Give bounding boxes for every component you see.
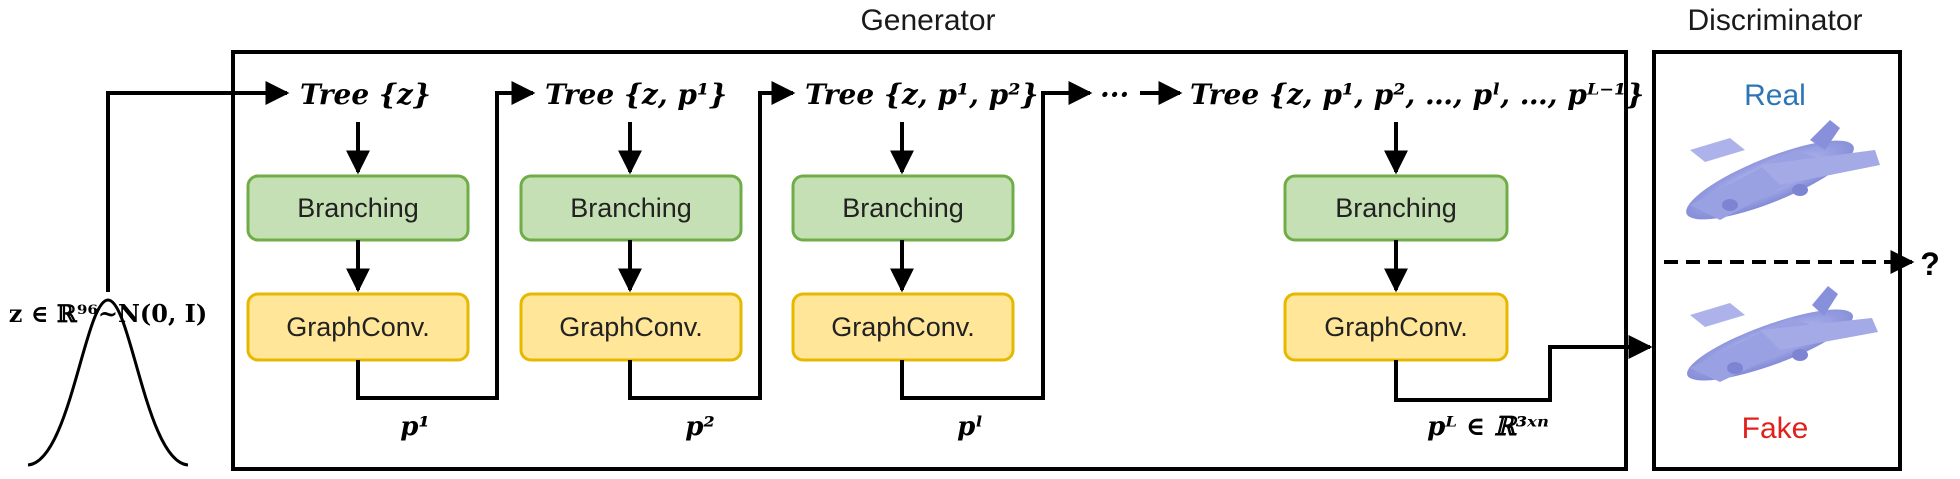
graphconv-label-2: GraphConv. xyxy=(559,312,703,342)
question-mark: ? xyxy=(1920,246,1940,282)
graphconv-label-1: GraphConv. xyxy=(286,312,430,342)
discriminator-title: Discriminator xyxy=(1687,4,1862,37)
output-to-ellipsis-arrow xyxy=(900,81,1093,400)
output-label-2: p² xyxy=(685,412,715,442)
output-label-1: p¹ xyxy=(400,412,430,442)
final-output-to-discriminator-arrow xyxy=(1394,335,1653,402)
noise-input-label: z ∈ ℝ⁹⁶~N(0, I) xyxy=(9,299,207,328)
tree-label-3: Tree {z, p¹, p²} xyxy=(805,78,1039,111)
output-to-tree3-arrow xyxy=(628,81,796,400)
tree-label-1: Tree {z} xyxy=(300,78,431,111)
real-airplane-image xyxy=(1686,120,1880,220)
fake-label: Fake xyxy=(1742,412,1809,445)
noise-to-tree1-arrow xyxy=(106,81,290,292)
gaussian-curve xyxy=(27,298,189,467)
graphconv-label-final: GraphConv. xyxy=(1324,312,1468,342)
branching-label-3: Branching xyxy=(842,193,964,223)
fake-airplane-image xyxy=(1687,286,1878,382)
generator-frame xyxy=(231,50,1628,471)
output-label-final: pᴸ ∈ ℝ³ˣⁿ xyxy=(1427,412,1549,442)
graphconv-label-3: GraphConv. xyxy=(831,312,975,342)
output-to-tree2-arrow xyxy=(356,81,536,400)
generator-title: Generator xyxy=(860,4,995,37)
tree-label-final: Tree {z, p¹, p², …, pˡ, …, pᴸ⁻¹} xyxy=(1190,78,1644,111)
tree-label-2: Tree {z, p¹} xyxy=(545,78,727,111)
output-label-3: pˡ xyxy=(957,412,983,442)
branching-label-final: Branching xyxy=(1335,193,1457,223)
branching-label-1: Branching xyxy=(297,193,419,223)
branching-label-2: Branching xyxy=(570,193,692,223)
ellipsis: ··· xyxy=(1100,78,1129,111)
real-label: Real xyxy=(1744,79,1806,112)
